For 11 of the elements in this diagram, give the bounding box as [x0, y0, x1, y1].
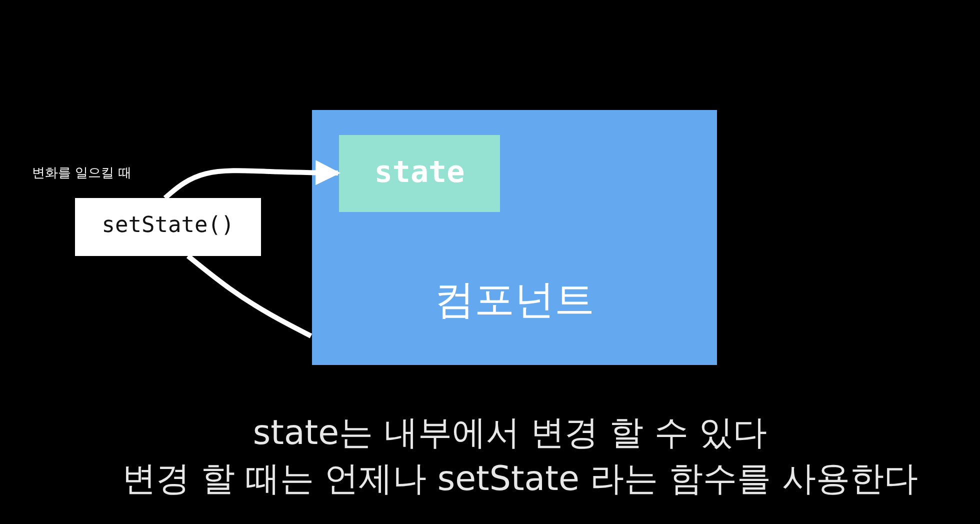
connector-line — [186, 254, 312, 338]
subtitle-text: state는 내부에서 변경 할 수 있다 — [252, 412, 768, 455]
component-box — [312, 110, 717, 365]
function-label: setState() — [100, 213, 236, 238]
subtitle-text: 변경 할 때는 언제나 setState 라는 함수를 사용한다 — [121, 458, 919, 501]
component-label: 컴포넌트 — [434, 276, 596, 325]
function-box — [75, 198, 261, 256]
arrow — [163, 160, 340, 200]
state-box — [339, 135, 500, 212]
note-text: 변화를 일으킬 때 — [32, 165, 132, 182]
state-label: state — [373, 155, 466, 190]
